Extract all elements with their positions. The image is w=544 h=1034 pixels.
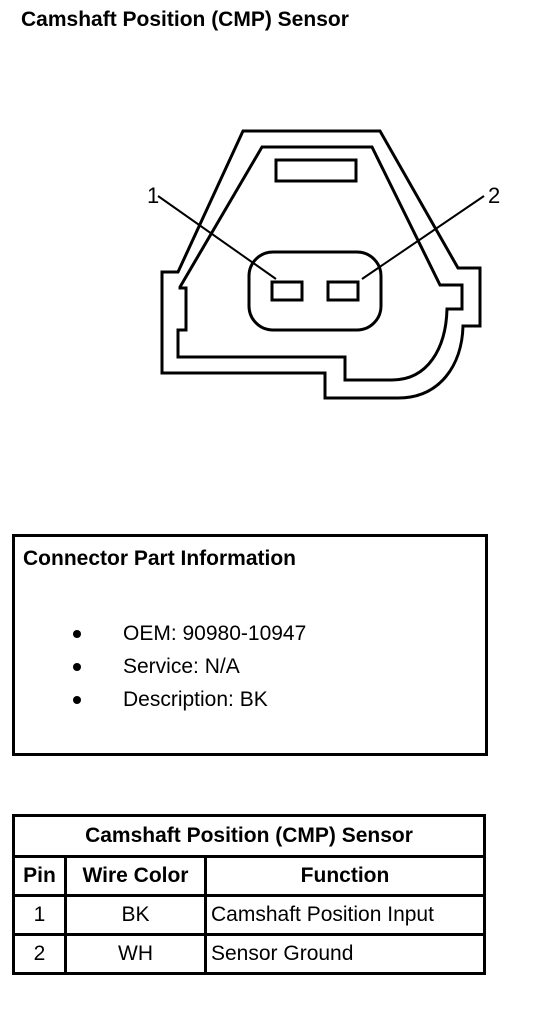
terminal-cavity: [247, 250, 383, 332]
pin-1-terminal: [270, 280, 304, 302]
connector-face-diagram: 1 2: [147, 129, 500, 400]
oem-part-number: OEM: 90980-10947: [123, 622, 307, 645]
column-header-wire-color: Wire Color: [64, 855, 207, 897]
pin-number-cell: 2: [12, 933, 67, 975]
connector-description: Description: BK: [123, 688, 268, 711]
connector-housing-inner: [176, 145, 464, 382]
table-caption-row: Camshaft Position (CMP) Sensor: [11, 814, 487, 858]
bullet-icon: [73, 663, 81, 671]
column-header-function: Function: [203, 855, 487, 897]
pin-2-leader-line: [361, 195, 485, 280]
pin-number-cell: 1: [12, 894, 67, 936]
table-caption: Camshaft Position (CMP) Sensor: [11, 814, 487, 858]
list-item: Service: N/A: [15, 650, 306, 683]
pin-2-label: 2: [488, 183, 500, 208]
pin-function-table: Camshaft Position (CMP) Sensor Pin Wire …: [11, 814, 487, 975]
list-item: OEM: 90980-10947: [15, 617, 306, 650]
list-item: Description: BK: [15, 683, 306, 716]
locking-tab-slot: [274, 158, 358, 183]
function-cell: Sensor Ground: [203, 933, 487, 975]
pin-1-label: 1: [147, 183, 159, 208]
connector-part-info-heading: Connector Part Information: [23, 547, 297, 570]
bullet-icon: [73, 630, 81, 638]
connector-housing-outer: [160, 129, 482, 400]
pin-2-terminal: [326, 280, 360, 302]
function-cell: Camshaft Position Input: [203, 894, 487, 936]
table-row: 2 WH Sensor Ground: [12, 933, 487, 975]
wire-color-cell: WH: [64, 933, 207, 975]
column-header-pin: Pin: [12, 855, 67, 897]
page-title: Camshaft Position (CMP) Sensor: [21, 8, 349, 31]
table-row: 1 BK Camshaft Position Input: [12, 894, 487, 936]
wire-color-cell: BK: [64, 894, 207, 936]
service-part-number: Service: N/A: [123, 655, 240, 678]
pin-1-leader-line: [157, 195, 277, 280]
connector-part-info-box: Connector Part Information OEM: 90980-10…: [12, 534, 488, 756]
table-header-row: Pin Wire Color Function: [12, 855, 487, 897]
connector-part-info-list: OEM: 90980-10947 Service: N/A Descriptio…: [15, 617, 306, 716]
bullet-icon: [73, 696, 81, 704]
